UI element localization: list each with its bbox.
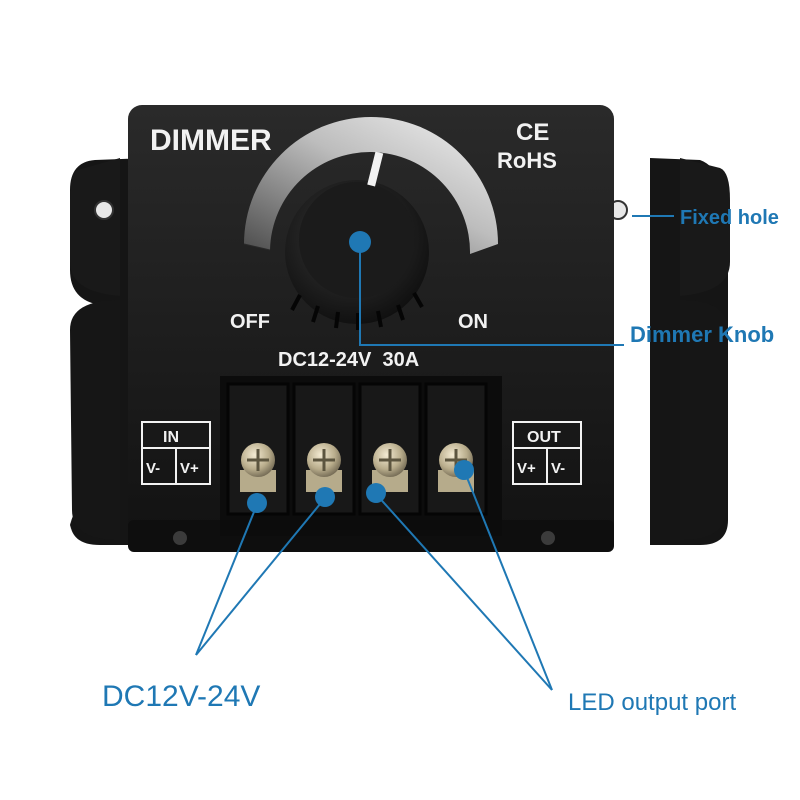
callout-led-output: LED output port (568, 689, 736, 716)
callout-fixed-hole: Fixed hole (680, 207, 779, 229)
callout-input-voltage: DC12V-24V (102, 680, 260, 713)
rating-label: DC12-24V 30A (278, 349, 419, 371)
terminal-screw-1[interactable] (240, 443, 276, 492)
in-polarity-label: IN V- V+ (141, 421, 211, 485)
fixed-hole-left (94, 200, 114, 220)
terminal-marker-dot-3 (366, 483, 386, 503)
rohs-mark: RoHS (497, 148, 557, 173)
base-screw-right (541, 531, 555, 545)
callout-lines (195, 215, 674, 691)
out-minus: V- (551, 460, 565, 477)
out-polarity-label: OUT V+ V- (512, 421, 582, 485)
off-label: OFF (230, 311, 270, 333)
terminal-marker-dot-4 (454, 460, 474, 480)
in-minus: V- (146, 460, 160, 477)
base-screw-left (173, 531, 187, 545)
on-label: ON (458, 311, 488, 333)
in-title: IN (163, 429, 179, 446)
out-plus: V+ (517, 460, 536, 477)
knob-marker-dot (349, 231, 371, 253)
callout-dimmer-knob: Dimmer Knob (630, 322, 774, 347)
callout-markers (247, 231, 474, 513)
device-title: DIMMER (150, 124, 272, 157)
out-title: OUT (527, 429, 561, 446)
terminal-marker-dot-2 (315, 487, 335, 507)
brightness-arc (244, 117, 498, 254)
ce-mark: CE (516, 119, 549, 146)
terminal-marker-dot-1 (247, 493, 267, 513)
in-plus: V+ (180, 460, 199, 477)
terminal-screw-2[interactable] (306, 443, 342, 492)
